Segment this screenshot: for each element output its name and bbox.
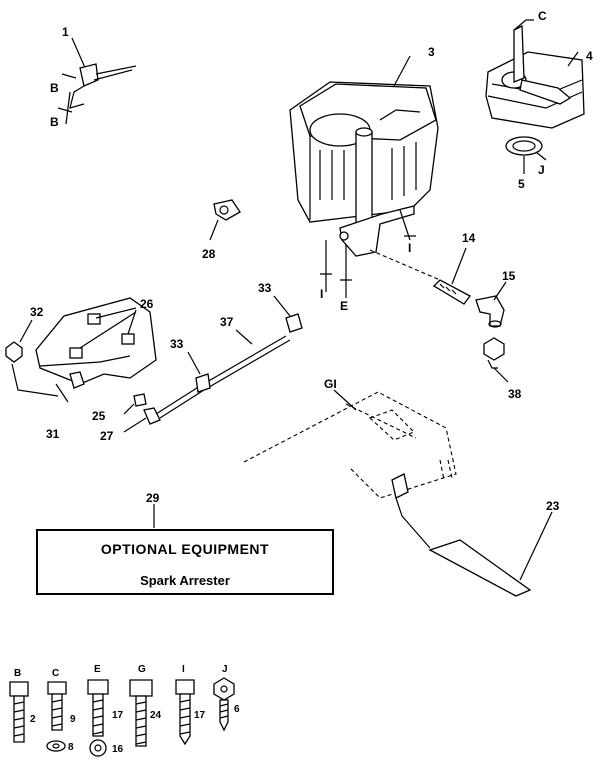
callout-31: 31 [46, 427, 60, 441]
leader-27 [123, 417, 147, 433]
leader-32 [19, 319, 33, 343]
pivot-part-25 [133, 393, 147, 407]
frame-outline [243, 391, 457, 499]
callout-1: 1 [62, 25, 69, 39]
callout-23: 23 [546, 499, 560, 513]
rod-part-37 [155, 313, 303, 419]
legend-letter-g: G [138, 664, 146, 675]
cable-clip-part-1 [57, 37, 137, 125]
leader-23 [519, 511, 553, 581]
leader-38 [493, 367, 509, 383]
legend-letter-e: E [94, 664, 101, 675]
bolt-g [129, 679, 153, 747]
callout-14: 14 [462, 231, 476, 245]
leader-15 [493, 281, 507, 301]
ref-i-left: I [320, 287, 323, 301]
leader-33-left [187, 351, 201, 375]
callout-37: 37 [220, 315, 234, 329]
callout-25: 25 [92, 409, 106, 423]
nut-part-38 [483, 337, 505, 369]
leader-14 [451, 247, 467, 285]
leader-25 [123, 403, 135, 415]
leaders-26 [79, 307, 137, 349]
ref-g: GI [324, 377, 337, 391]
muffler-part-4 [485, 19, 585, 129]
callout-29: 29 [146, 491, 160, 505]
bolt-i [175, 679, 195, 746]
bolt-c [46, 681, 67, 752]
link-part-27 [143, 407, 161, 425]
callout-32: 32 [30, 305, 44, 319]
legend-part-i: 17 [194, 710, 206, 721]
elbow-part-15 [475, 295, 505, 328]
leader-g [333, 389, 357, 411]
callout-5: 5 [518, 177, 525, 191]
gasket-part-5 [505, 136, 543, 156]
hardware-legend: B 2 C 9 8 E 17 16 G [9, 664, 240, 757]
callout-33-left: 33 [170, 337, 184, 351]
legend-letter-i: I [182, 664, 185, 675]
legend-part-j: 6 [234, 704, 240, 715]
callout-26: 26 [140, 297, 154, 311]
ref-c: C [538, 9, 547, 23]
ref-e: E [340, 299, 348, 313]
legend-part-e: 17 [112, 710, 124, 721]
callout-4: 4 [586, 49, 593, 63]
leader-4 [567, 51, 579, 67]
leader-3 [393, 55, 411, 87]
callout-38: 38 [508, 387, 522, 401]
plate-part-23 [395, 497, 532, 597]
callout-3: 3 [428, 45, 435, 59]
leader-31 [55, 383, 69, 403]
ref-b-bottom: B [50, 115, 59, 129]
nut-part-32 [5, 341, 23, 363]
leader-i-right [399, 209, 411, 241]
ref-b-top: B [50, 81, 59, 95]
legend-part-g: 24 [150, 710, 162, 721]
legend-washer-e: 16 [112, 744, 124, 755]
legend-washer-c: 8 [68, 742, 74, 753]
bolt-b [9, 681, 29, 743]
optional-equipment-box: OPTIONAL EQUIPMENT Spark Arrester [36, 529, 334, 595]
legend-letter-b: B [14, 668, 21, 679]
ref-j: J [538, 163, 545, 177]
callout-28: 28 [202, 247, 216, 261]
leader-37 [235, 329, 253, 345]
callout-27: 27 [100, 429, 114, 443]
clamp-part-28 [213, 199, 241, 221]
bolt-j [213, 677, 235, 732]
legend-letter-j: J [222, 664, 228, 675]
callout-33-right: 33 [258, 281, 272, 295]
leader-33-right [273, 295, 291, 317]
bracket-part-31 [35, 297, 157, 389]
callout-15: 15 [502, 269, 516, 283]
legend-part-b: 2 [30, 714, 36, 725]
spark-arrester-label: Spark Arrester [140, 573, 230, 588]
legend-part-c: 9 [70, 714, 76, 725]
bolt-e [87, 679, 109, 757]
pipe-path-dash [369, 249, 441, 281]
ref-i-right: I [408, 241, 411, 255]
optional-equipment-title: OPTIONAL EQUIPMENT [100, 541, 270, 557]
leader-28 [209, 219, 219, 241]
legend-letter-c: C [52, 668, 59, 679]
engine-part-3 [289, 81, 439, 257]
pipe-part-14 [432, 279, 471, 305]
